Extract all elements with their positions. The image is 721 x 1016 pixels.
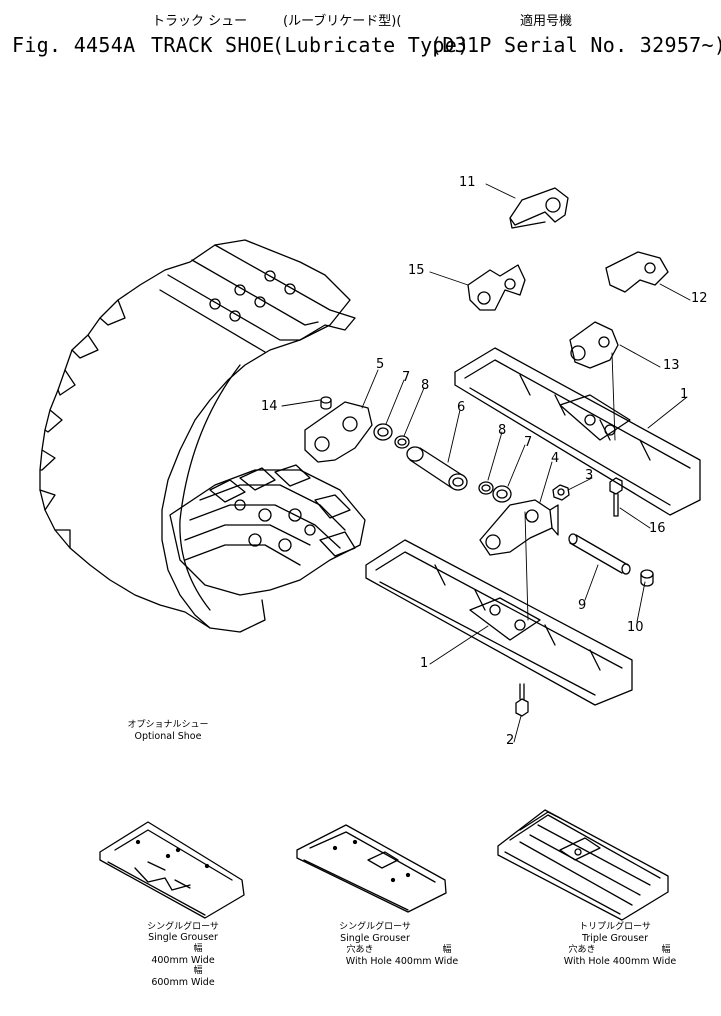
title-jp-type: (ルーブリケード型)( — [283, 14, 402, 29]
part-6-bushing — [406, 446, 468, 491]
page-title: TRACK SHOE — [151, 33, 275, 57]
callout-7-lower: 7 — [524, 435, 533, 450]
figure-number: Fig. 4454A — [12, 33, 136, 57]
part-7-seal-upper — [373, 423, 393, 441]
callout-1-upper: 1 — [680, 387, 689, 402]
optional-shoe-single-grouser — [99, 821, 245, 919]
part-4-link — [479, 499, 559, 556]
part-10-plug — [640, 569, 654, 587]
part-14-link-cap — [509, 187, 569, 229]
callout-1-lower: 1 — [420, 656, 429, 671]
callout-11: 14 — [261, 399, 278, 414]
title-serial: (D31P Serial No. 32957~) — [430, 33, 721, 57]
part-7-seal-lower — [492, 485, 512, 503]
triple-grouser-caption: Triple Grouser — [581, 933, 649, 944]
callout-16: 16 — [649, 521, 666, 536]
part-1-lower-shoe — [365, 539, 633, 706]
title-type: (Lubricate Type) — [272, 33, 470, 57]
single-grouser-caption: Single Grouser — [148, 932, 218, 943]
triple-width-jp: 幅 — [661, 945, 671, 955]
part-5-link — [304, 401, 373, 463]
optional-shoe-single-grouser-hole — [296, 824, 447, 913]
width-600-jp: 幅 — [193, 966, 203, 976]
callout-8-upper: 8 — [421, 378, 430, 393]
part-11-plug — [320, 396, 332, 410]
callout-10: 10 — [627, 620, 644, 635]
callout-8-lower: 8 — [498, 423, 507, 438]
optional-shoe-caption: Optional Shoe — [134, 731, 202, 742]
callout-9: 9 — [578, 598, 587, 613]
width-400-jp: 幅 — [193, 944, 203, 954]
single-grouser-hole-caption-jp: シングルグローサ — [339, 922, 411, 932]
part-15-bracket — [467, 264, 526, 311]
title-jp-track-shoe: トラック シュー — [152, 14, 248, 29]
callout-2: 2 — [506, 733, 515, 748]
part-2-bolt — [515, 683, 529, 717]
callout-12: 12 — [691, 291, 708, 306]
callout-15: 15 — [408, 263, 425, 278]
hole-width-jp: 幅 — [442, 945, 452, 955]
callout-13: 13 — [663, 358, 680, 373]
callout-6: 6 — [457, 400, 466, 415]
callout-5: 5 — [376, 357, 385, 372]
triple-hole-jp: 穴あき — [568, 945, 596, 955]
width-600-caption: 600mm Wide — [151, 977, 215, 988]
hole-width-caption: With Hole 400mm Wide — [345, 956, 459, 967]
callout-7-upper: 7 — [402, 370, 411, 385]
triple-hole-width-caption: With Hole 400mm Wide — [563, 956, 677, 967]
callout-3: 3 — [585, 468, 594, 483]
callout-4: 4 — [551, 451, 560, 466]
optional-shoe-caption-jp: オプショナルシュー — [127, 720, 209, 730]
part-8-ring-lower — [478, 481, 494, 495]
callout-14: 11 — [459, 175, 476, 190]
title-jp-applicable-model: 適用号機 — [520, 14, 573, 29]
width-400-caption: 400mm Wide — [151, 955, 215, 966]
track-assembly — [39, 239, 366, 633]
leader-lines — [281, 183, 691, 743]
part-9-pin — [568, 533, 631, 575]
hole-jp: 穴あき — [346, 945, 374, 955]
part-16-bolt — [609, 477, 623, 517]
single-grouser-caption-jp: シングルグローサ — [147, 922, 219, 932]
optional-shoe-triple-grouser — [497, 809, 669, 921]
single-grouser-hole-caption: Single Grouser — [340, 933, 410, 944]
triple-grouser-caption-jp: トリプルグローサ — [579, 922, 651, 932]
part-8-ring-upper — [394, 435, 410, 449]
part-1-upper-shoe — [454, 347, 701, 516]
part-12-link-cap — [605, 251, 669, 293]
part-13-link — [569, 321, 619, 369]
part-3-nut — [552, 484, 570, 501]
